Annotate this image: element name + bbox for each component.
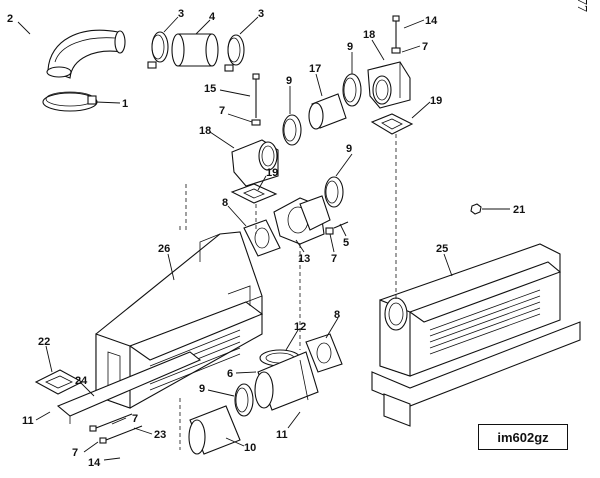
callout-label: 17 xyxy=(309,63,321,75)
sleeve-17 xyxy=(308,93,347,130)
elbow-housing-right xyxy=(367,61,411,109)
clamp-9-mid xyxy=(282,114,302,146)
stud-part-top xyxy=(391,15,401,54)
callout-label: 12 xyxy=(294,321,306,333)
clamp-9-lower xyxy=(324,176,344,208)
callout-label: 23 xyxy=(154,429,166,441)
bolt-5 xyxy=(325,221,349,235)
callout-label: 14 xyxy=(425,15,438,27)
callout-label: 9 xyxy=(199,383,205,395)
callout-label: 3 xyxy=(178,8,184,20)
gasket-left xyxy=(230,183,278,204)
clamp-9-bottom xyxy=(234,383,254,417)
hose-clamp-left xyxy=(147,31,169,69)
callout-label: 26 xyxy=(158,243,170,255)
corner-mark: 77 xyxy=(574,0,589,12)
gasket-23 xyxy=(34,369,84,395)
callout-label: 18 xyxy=(199,125,211,137)
callout-label: 3 xyxy=(258,8,264,20)
callout-label: 9 xyxy=(286,75,292,87)
callout-label: 7 xyxy=(422,41,428,53)
callout-label: 9 xyxy=(347,41,353,53)
sleeve-10 xyxy=(188,405,241,455)
elbow-housing-left xyxy=(231,139,279,187)
adapter-tube-lower xyxy=(254,351,319,411)
callout-label: 7 xyxy=(72,447,78,459)
stud-part-15 xyxy=(251,73,261,126)
flange-adapter-13 xyxy=(273,195,331,245)
callout-label: 21 xyxy=(513,204,525,216)
callout-label: 1 xyxy=(122,98,128,110)
callout-label: 14 xyxy=(88,457,101,469)
gasket-8-upper xyxy=(243,219,281,257)
v-band-clamp-part xyxy=(42,91,98,112)
callout-label: 11 xyxy=(22,415,34,427)
leader-lines xyxy=(17,16,510,461)
callout-labels: 2 1 3 4 3 14 7 18 9 17 9 15 7 18 19 9 19… xyxy=(7,8,525,469)
callout-label: 7 xyxy=(219,105,225,117)
callout-label: 8 xyxy=(222,197,228,209)
callout-label: 5 xyxy=(343,237,349,249)
callout-label: 11 xyxy=(276,429,288,441)
callout-label: 6 xyxy=(227,368,233,380)
figure-id-label: im602gz xyxy=(478,424,568,450)
callout-label: 7 xyxy=(132,413,138,425)
callout-label: 25 xyxy=(436,243,448,255)
callout-label: 18 xyxy=(363,29,375,41)
gasket-right xyxy=(370,113,414,135)
callout-label: 13 xyxy=(298,253,310,265)
callout-label: 19 xyxy=(430,95,442,107)
callout-label: 4 xyxy=(209,11,216,23)
gasket-8-lower xyxy=(305,333,343,373)
clamp-9-upper xyxy=(342,73,362,107)
callout-label: 19 xyxy=(266,167,278,179)
callout-label: 24 xyxy=(75,375,88,387)
nut-21 xyxy=(470,203,482,215)
callout-label: 2 xyxy=(7,13,13,25)
sleeve-tube-part xyxy=(171,33,219,67)
callout-label: 8 xyxy=(334,309,340,321)
callout-label: 22 xyxy=(38,336,50,348)
callout-label: 9 xyxy=(346,143,352,155)
aftercooler-housing-25 xyxy=(371,243,581,427)
callout-label: 10 xyxy=(244,442,256,454)
elbow-tube-part xyxy=(46,29,126,79)
callout-label: 15 xyxy=(204,83,216,95)
hose-clamp-right xyxy=(224,34,245,72)
callout-label: 7 xyxy=(331,253,337,265)
base-rail xyxy=(56,351,202,424)
